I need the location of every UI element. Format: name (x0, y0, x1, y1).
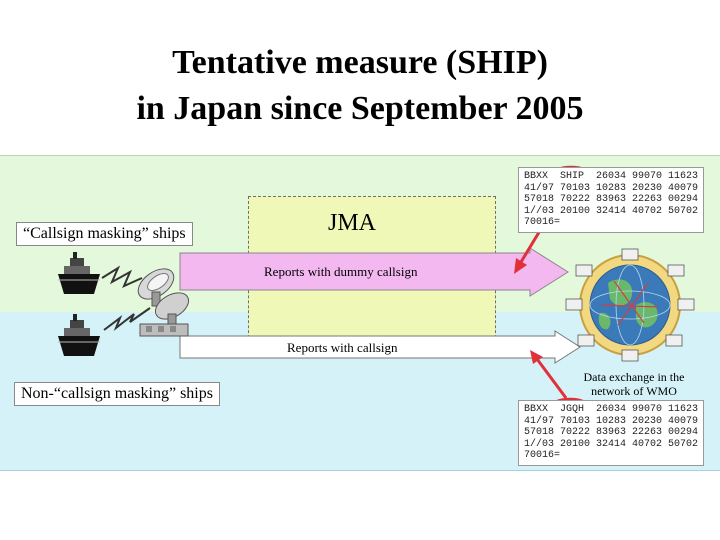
callsign-reports-label: Reports with callsign (287, 340, 398, 355)
globe-network-icon (565, 248, 695, 362)
dummy-callsign-arrow (179, 247, 569, 297)
antenna-dish-icon (137, 268, 190, 337)
wmo-exchange-label: Data exchange in the network of WMO (572, 370, 696, 398)
page-title: Tentative measure (SHIP) in Japan since … (0, 40, 720, 132)
report-row: BBXX SHIP 26034 99070 11623 (524, 171, 699, 182)
radio-link-masked (101, 265, 143, 288)
ship-icon-masked (58, 252, 100, 294)
title-line-1: Tentative measure (SHIP) (172, 44, 548, 81)
report-row: 1//03 20100 32414 40702 50702 (524, 438, 699, 450)
callsign-arrow (179, 330, 581, 364)
red-arrow-bottom-head (530, 350, 543, 364)
report-row: 41/97 70103 10283 20230 40079 (524, 415, 699, 427)
wmo-exchange-line-2: network of WMO (591, 384, 677, 398)
report-row: 57018 70222 83963 22263 00294 (524, 194, 699, 206)
red-arrow-top-head (514, 258, 527, 274)
wmo-exchange-line-1: Data exchange in the (583, 370, 685, 384)
radio-link-unmasked (103, 307, 151, 332)
report-row: 70016= (524, 217, 561, 229)
report-row: 1//03 20100 32414 40702 50702 (524, 205, 699, 217)
non-callsign-masking-ships-label: Non-“callsign masking” ships (14, 382, 220, 406)
report-row: BBXX JGQH 26034 99070 11623 (524, 404, 699, 415)
title-line-2: in Japan since September 2005 (136, 90, 584, 127)
report-row: 41/97 70103 10283 20230 40079 (524, 182, 699, 194)
masked-ship-report: BBXX SHIP 26034 99070 11623 41/97 70103 … (518, 167, 705, 233)
report-row: 70016= (524, 450, 561, 462)
report-row: 57018 70222 83963 22263 00294 (524, 427, 699, 439)
callsign-masking-ships-label: “Callsign masking” ships (16, 222, 193, 246)
red-arrow-bottom-line (535, 358, 568, 399)
ship-icon-unmasked (58, 314, 100, 356)
unmasked-ship-report: BBXX JGQH 26034 99070 11623 41/97 70103 … (518, 400, 705, 466)
jma-label: JMA (328, 210, 377, 236)
dummy-callsign-reports-label: Reports with dummy callsign (264, 264, 418, 279)
